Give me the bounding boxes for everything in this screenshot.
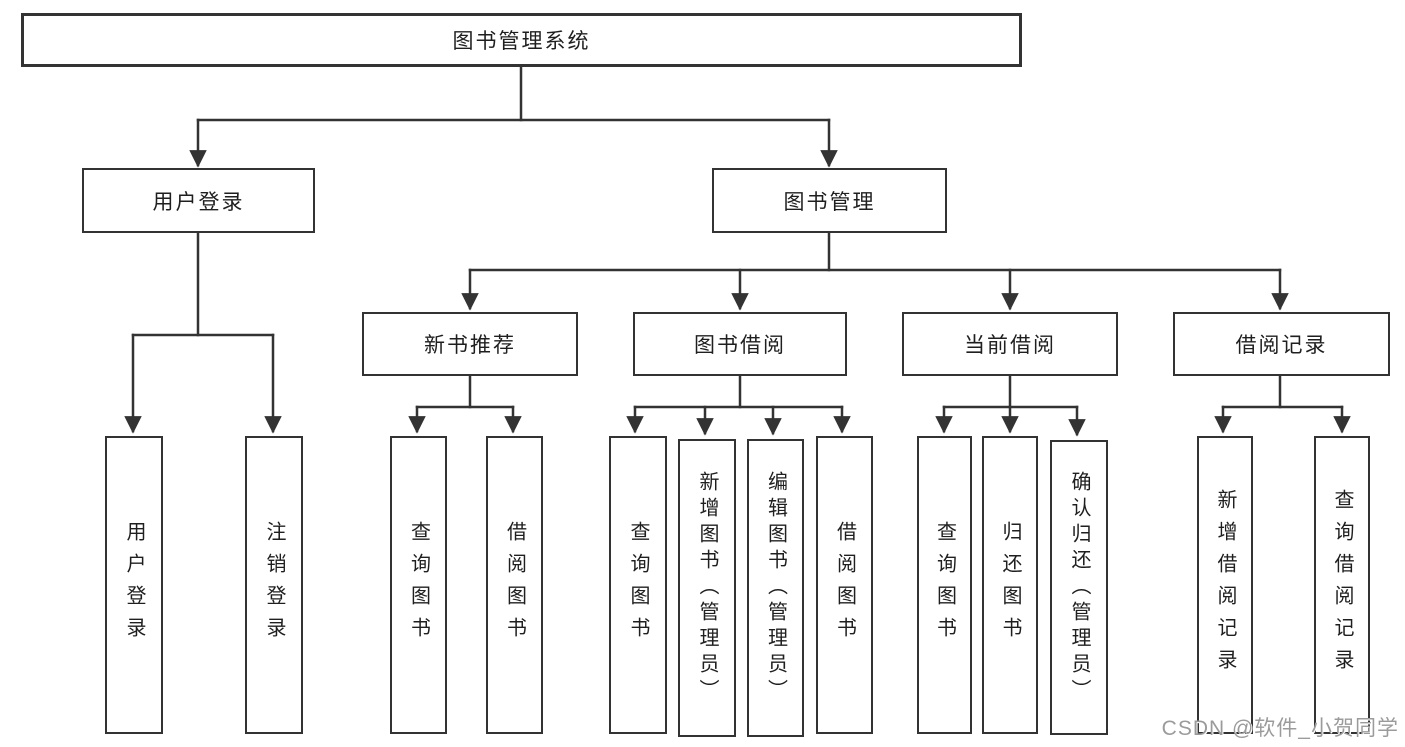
node-label: 图书借阅	[694, 334, 786, 357]
leaf-add-book-admin: 新增图书（管理员）	[678, 439, 736, 737]
leaf-query-books-current: 查询图书	[917, 436, 972, 734]
node-label: 查询图书	[627, 521, 649, 649]
node-label: 借阅记录	[1235, 334, 1328, 357]
leaf-query-books-recommend: 查询图书	[390, 436, 447, 734]
node-borrow-records: 借阅记录	[1173, 312, 1390, 376]
node-label: 借阅图书	[503, 521, 526, 649]
leaf-edit-book-admin: 编辑图书（管理员）	[747, 439, 804, 737]
node-label: 查询借阅记录	[1331, 489, 1353, 681]
node-label: 编辑图书（管理员）	[764, 471, 787, 705]
leaf-confirm-return-admin: 确认归还（管理员）	[1050, 440, 1108, 735]
leaf-logout: 注销登录	[245, 436, 303, 734]
csdn-watermark: CSDN @软件_小贺同学	[1161, 717, 1399, 740]
node-label: 新增借阅记录	[1214, 489, 1236, 681]
node-label: 图书管理系统	[452, 30, 591, 53]
node-label: 新增图书（管理员）	[696, 471, 718, 705]
node-label: 用户登录	[123, 521, 145, 649]
node-label: 查询图书	[407, 521, 430, 649]
leaf-borrow-books-recommend: 借阅图书	[486, 436, 543, 734]
node-label: 当前借阅	[964, 334, 1056, 357]
node-book-management: 图书管理	[712, 168, 947, 233]
leaf-borrow-books: 借阅图书	[816, 436, 873, 734]
node-label: 图书管理	[783, 190, 876, 214]
node-label: 归还图书	[999, 521, 1021, 649]
node-label: 查询图书	[933, 521, 956, 649]
leaf-query-books-borrow: 查询图书	[609, 436, 667, 734]
node-new-book-recommend: 新书推荐	[362, 312, 578, 376]
node-label: 确认归还（管理员）	[1068, 470, 1090, 705]
node-book-borrow: 图书借阅	[633, 312, 847, 376]
leaf-return-book: 归还图书	[982, 436, 1038, 734]
node-current-borrow: 当前借阅	[902, 312, 1118, 376]
leaf-add-borrow-record: 新增借阅记录	[1197, 436, 1253, 734]
node-library-management-system: 图书管理系统	[21, 13, 1022, 67]
node-label: 新书推荐	[424, 334, 516, 357]
node-label: 注销登录	[263, 521, 285, 649]
node-label: 用户登录	[152, 190, 245, 214]
leaf-query-borrow-record: 查询借阅记录	[1314, 436, 1370, 734]
node-user-login: 用户登录	[82, 168, 315, 233]
leaf-user-login: 用户登录	[105, 436, 163, 734]
node-label: 借阅图书	[833, 521, 856, 649]
